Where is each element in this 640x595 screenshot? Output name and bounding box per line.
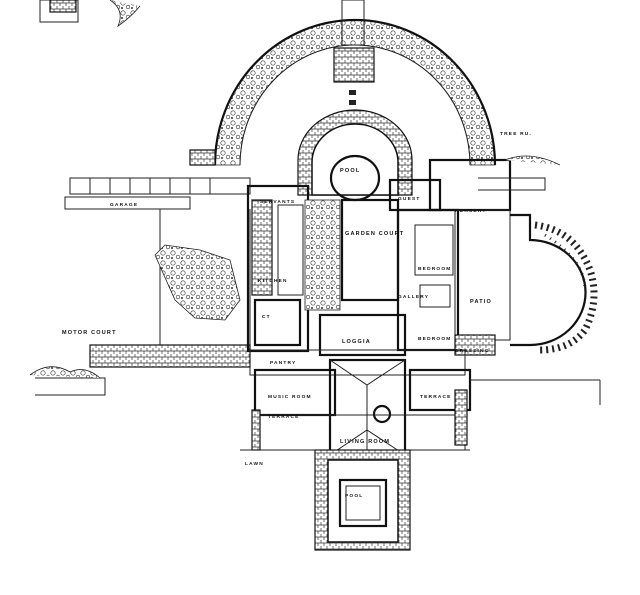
lower-pool — [314, 449, 411, 551]
right-hedge — [504, 155, 598, 354]
label-gallery: GALLERY — [398, 294, 429, 300]
label-servants: SERVANTS — [260, 199, 295, 205]
label-dressing: DRESSING — [455, 348, 490, 354]
label-terrace-left: TERRACE — [268, 414, 300, 420]
label-music-room: MUSIC ROOM — [268, 394, 312, 400]
label-garage: GARAGE — [110, 202, 138, 208]
label-pantry: PANTRY — [270, 360, 296, 366]
label-lawn: LAWN — [245, 461, 264, 467]
living-core — [249, 313, 601, 457]
label-ct: CT — [262, 314, 271, 320]
label-guest: GUEST — [398, 196, 421, 202]
motor-court — [29, 209, 251, 396]
label-kitchen: KITCHEN — [258, 278, 288, 284]
label-tree-ru: TREE RU. — [500, 131, 532, 137]
pool-apse — [297, 109, 413, 202]
house-main-body — [246, 158, 587, 356]
label-pool-bottom: POOL — [345, 493, 363, 499]
label-pool-top: POOL — [340, 168, 360, 174]
label-motor-court: MOTOR COURT — [62, 330, 117, 336]
label-loggia: LOGGIA — [342, 339, 371, 345]
label-garden-court: GARDEN COURT — [345, 231, 404, 237]
label-bedroom-lower: BEDROOM — [418, 336, 451, 342]
corner-fragment — [39, 0, 141, 28]
semicircular-garden-arc — [213, 0, 497, 166]
label-terrace-right: TERRACE — [420, 394, 452, 400]
label-nursery: NURSERY — [455, 208, 487, 214]
label-patio: PATIO — [470, 299, 492, 305]
label-living-room: LIVING ROOM — [340, 439, 390, 445]
label-bedroom: BEDROOM — [418, 266, 451, 272]
